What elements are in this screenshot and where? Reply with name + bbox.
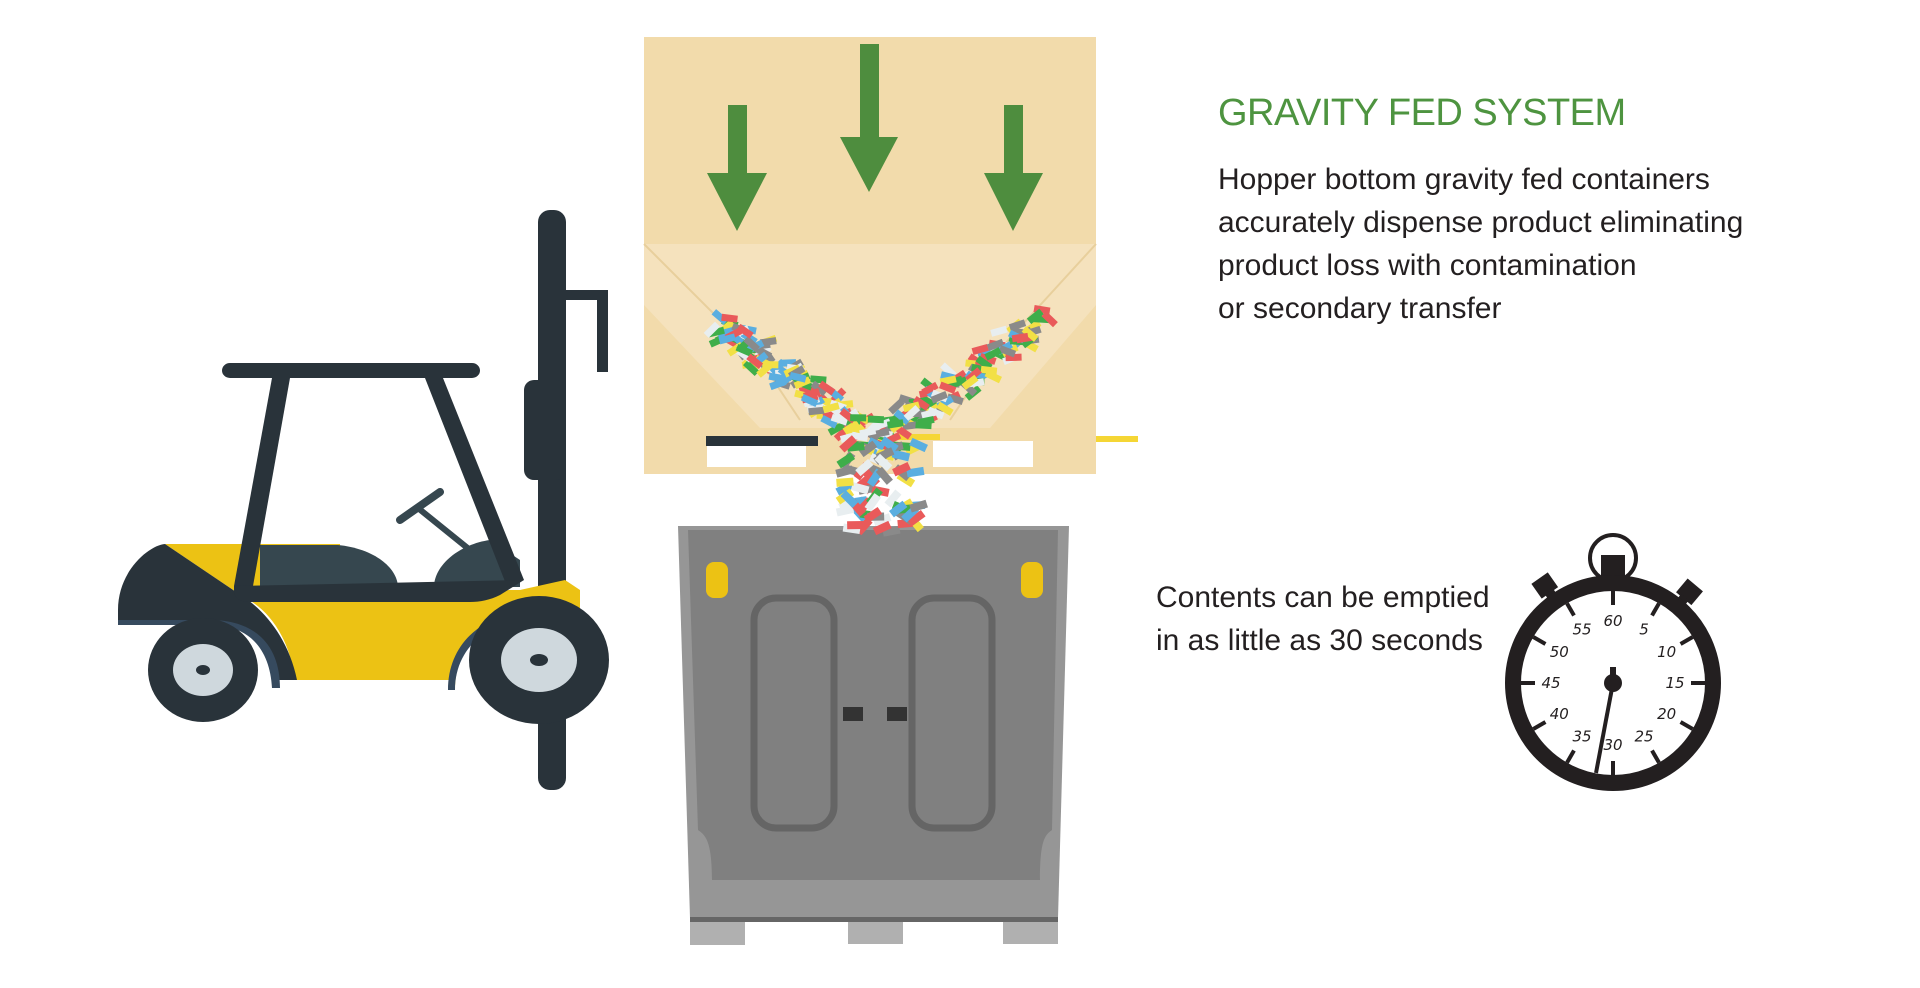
svg-text:30: 30 bbox=[1603, 736, 1622, 754]
collection-bin bbox=[678, 526, 1069, 945]
front-wheel bbox=[469, 596, 609, 724]
svg-text:25: 25 bbox=[1634, 728, 1653, 746]
product-pellets bbox=[703, 305, 1058, 462]
svg-text:45: 45 bbox=[1541, 674, 1560, 692]
description-line: Hopper bottom gravity fed containers bbox=[1218, 163, 1710, 196]
svg-text:20: 20 bbox=[1657, 705, 1676, 723]
description: Hopper bottom gravity fed containers acc… bbox=[1218, 158, 1858, 330]
down-arrow-icon bbox=[840, 44, 898, 192]
down-arrow-icon bbox=[984, 105, 1043, 231]
description-line: product loss with contamination bbox=[1218, 249, 1637, 282]
svg-text:35: 35 bbox=[1572, 728, 1591, 746]
rear-wheel bbox=[148, 618, 258, 722]
emptying-time-note: Contents can be emptied in as little as … bbox=[1156, 576, 1490, 662]
description-line: accurately dispense product eliminating bbox=[1218, 206, 1744, 239]
svg-text:60: 60 bbox=[1603, 612, 1622, 630]
description-line: or secondary transfer bbox=[1218, 292, 1502, 325]
svg-text:10: 10 bbox=[1657, 643, 1676, 661]
svg-text:15: 15 bbox=[1665, 674, 1684, 692]
pellet-stream bbox=[835, 435, 928, 537]
down-arrow-icon bbox=[707, 105, 767, 231]
hopper-container bbox=[643, 37, 1138, 474]
forklift bbox=[118, 210, 609, 790]
note-line: in as little as 30 seconds bbox=[1156, 624, 1483, 657]
note-line: Contents can be emptied bbox=[1156, 581, 1490, 614]
svg-text:50: 50 bbox=[1550, 643, 1569, 661]
svg-text:40: 40 bbox=[1550, 705, 1569, 723]
page-title: GRAVITY FED SYSTEM bbox=[1218, 92, 1626, 134]
svg-text:55: 55 bbox=[1572, 620, 1591, 638]
svg-text:5: 5 bbox=[1639, 620, 1649, 638]
